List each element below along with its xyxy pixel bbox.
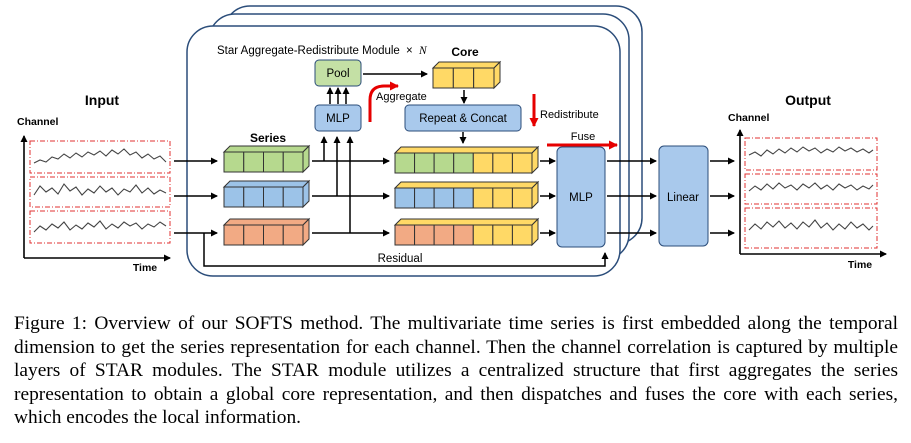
- time-label-input: Time: [133, 262, 157, 274]
- mlp-right-label: MLP: [569, 192, 593, 204]
- pool-box: [314, 59, 362, 87]
- series-block-green: [222, 144, 311, 174]
- core-block: [431, 60, 502, 90]
- redistribute-label: Redistribute: [540, 109, 599, 121]
- linear-box: [658, 145, 709, 247]
- channel-label-input: Channel: [17, 116, 59, 128]
- output-label: Output: [785, 92, 831, 108]
- concat-block-3: [393, 217, 540, 247]
- residual-label: Residual: [378, 253, 423, 265]
- input-series-line-3: [33, 220, 167, 233]
- softs-diagram: Star Aggregate-Redistribute Module × N C…: [17, 5, 887, 277]
- series-block-blue: [222, 179, 311, 209]
- repeat-concat-box: [404, 104, 522, 132]
- input-series-box-2: [29, 176, 171, 208]
- concat-block-2: [393, 180, 540, 210]
- repeat-concat-label: Repeat & Concat: [419, 113, 507, 125]
- input-series-line-2: [33, 183, 167, 196]
- output-series-line-1: [748, 146, 874, 157]
- fuse-label: Fuse: [571, 131, 595, 143]
- input-series-box-3: [29, 210, 171, 244]
- mlp-right-box: [556, 146, 606, 248]
- concat-block-1: [393, 145, 540, 175]
- output-series-line-2: [748, 182, 874, 192]
- time-label-output: Time: [848, 259, 872, 271]
- output-series-line-3: [748, 219, 874, 231]
- mlp-left-box: [314, 104, 362, 132]
- input-series-line-1: [33, 148, 167, 164]
- module-title: Star Aggregate-Redistribute Module × N: [217, 45, 428, 57]
- input-series-box-1: [29, 140, 171, 174]
- output-series-box-3: [744, 207, 878, 249]
- concat-to-mlp-arrows: [540, 157, 556, 237]
- mlp-to-linear-arrows: [607, 157, 657, 237]
- series-label: Series: [250, 131, 286, 145]
- output-series-box-1: [744, 137, 878, 171]
- linear-to-output-arrows: [710, 157, 735, 237]
- residual-path: [203, 233, 609, 267]
- linear-label: Linear: [667, 192, 699, 204]
- aggregate-red-arrow: [368, 81, 399, 122]
- mlp-left-label: MLP: [326, 113, 350, 125]
- core-label: Core: [451, 45, 479, 59]
- pool-label: Pool: [326, 68, 349, 80]
- series-block-orange: [222, 217, 311, 247]
- figure-caption: Figure 1: Overview of our SOFTS method. …: [14, 313, 898, 428]
- input-label: Input: [85, 92, 120, 108]
- channel-label-output: Channel: [728, 112, 770, 124]
- mlp-to-pool-arrows: [326, 87, 350, 104]
- output-series-box-2: [744, 173, 878, 205]
- aggregate-label: Aggregate: [376, 91, 427, 103]
- series-connectors: [312, 136, 390, 237]
